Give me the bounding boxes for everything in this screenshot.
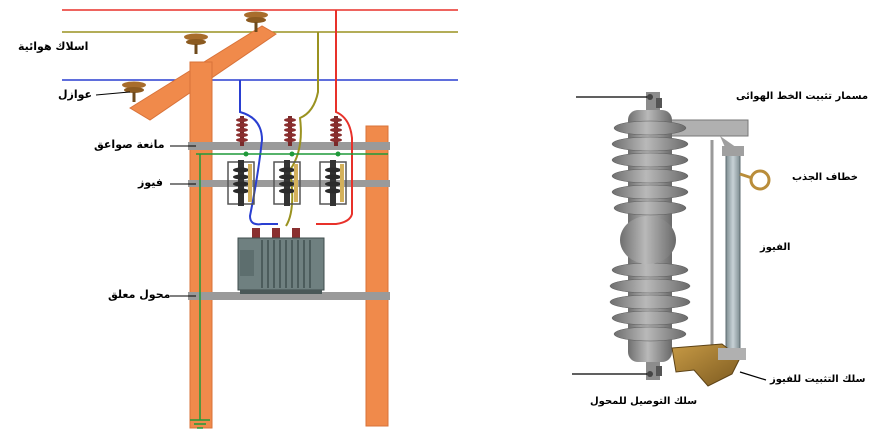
- label-fuse: فيوز: [138, 176, 163, 189]
- fuse-cutout-2: [273, 160, 301, 206]
- label-pull-hook: خطاف الجذب: [792, 172, 859, 183]
- pointer-insulator: [95, 91, 131, 96]
- tap-wire-olive: [285, 32, 319, 227]
- label-lightning-arrester: مانعة صواعق: [94, 138, 165, 151]
- ground-symbol: [190, 419, 210, 429]
- fuse-cutout-3: [319, 160, 347, 206]
- crossarm-transformer: [188, 292, 390, 300]
- pointer-fuse-mount: [739, 371, 767, 381]
- fuse-cutout-1: [227, 160, 255, 206]
- pole-transformer: [237, 228, 325, 294]
- fuse-tube: [725, 149, 741, 355]
- label-transformer-connection-wire: سلك التوصيل للمحول: [590, 396, 698, 407]
- tap-wire-blue: [239, 80, 278, 226]
- lightning-arrester-1: [236, 116, 248, 146]
- lightning-arrester-3: [330, 116, 342, 146]
- tap-wire-red: [316, 10, 354, 225]
- pole-diagram: [62, 9, 458, 429]
- secondary-pole: [365, 125, 389, 427]
- label-overhead-wires: اسلاك هوائية: [18, 40, 89, 53]
- porcelain-insulator: [609, 110, 691, 362]
- cutout-fuse-photo: [572, 92, 771, 387]
- label-fuse-tube: الفيوز: [760, 242, 791, 253]
- insulator-lower: [122, 81, 146, 102]
- label-insulators: عوازل: [58, 88, 93, 101]
- insulator-middle: [184, 33, 208, 54]
- lightning-arrester-2: [284, 116, 296, 146]
- label-overhead-line-bolt: مسمار تثبيت الخط الهوائى: [736, 91, 869, 102]
- label-fuse-mount-wire: سلك التثبيت للفيوز: [770, 374, 866, 385]
- label-pole-transformer: محول معلق: [108, 288, 171, 301]
- main-pole: [189, 61, 213, 429]
- pull-ring: [749, 169, 771, 191]
- insulator-top: [244, 11, 268, 32]
